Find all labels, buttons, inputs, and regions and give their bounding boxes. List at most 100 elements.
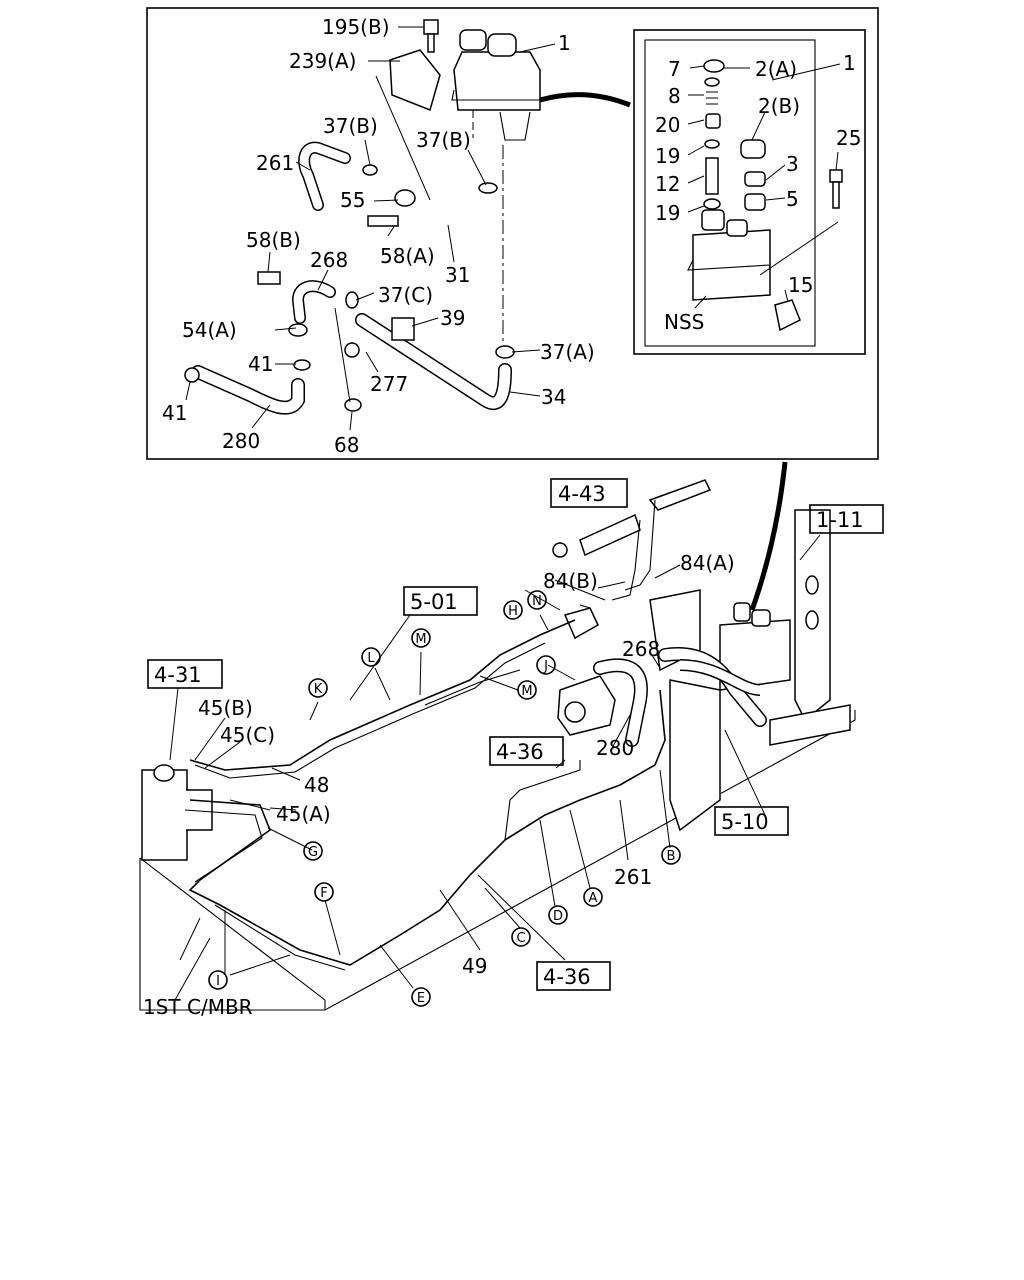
svg-text:C: C bbox=[516, 931, 525, 946]
svg-text:F: F bbox=[320, 886, 327, 901]
circle-n: N bbox=[527, 590, 547, 610]
circle-f: F bbox=[314, 882, 334, 902]
ref-box-4-43: 4-43 bbox=[558, 482, 606, 506]
svg-text:D: D bbox=[553, 909, 563, 924]
callout-37b-a: 37(B) bbox=[323, 114, 378, 138]
callout-34: 34 bbox=[541, 385, 566, 409]
circle-k: K bbox=[308, 678, 328, 698]
callout-2a: 2(A) bbox=[755, 57, 797, 81]
svg-text:A: A bbox=[589, 891, 598, 906]
ref-box-4-36-b: 4-36 bbox=[543, 965, 591, 989]
callout-12: 12 bbox=[655, 172, 680, 196]
callout-37a: 37(A) bbox=[540, 340, 595, 364]
chassis bbox=[139, 509, 856, 1011]
leader-lines-bottom bbox=[169, 534, 821, 989]
callout-nss: NSS bbox=[664, 310, 704, 334]
circle-g: G bbox=[303, 841, 323, 861]
callout-48: 48 bbox=[304, 773, 329, 797]
svg-text:M: M bbox=[521, 684, 532, 699]
circled-letters: H N M L K J M G B A D F C E I bbox=[208, 590, 681, 1007]
callout-55: 55 bbox=[340, 188, 365, 212]
circle-h: H bbox=[503, 600, 523, 620]
callout-19-b: 19 bbox=[655, 201, 680, 225]
callout-261-bottom: 261 bbox=[614, 865, 652, 889]
callout-37b-b: 37(B) bbox=[416, 128, 471, 152]
svg-text:I: I bbox=[216, 974, 220, 989]
callout-41-b: 41 bbox=[162, 401, 187, 425]
callout-8: 8 bbox=[668, 84, 681, 108]
brake-pipes bbox=[184, 499, 666, 971]
pointer-arrow-bottom bbox=[749, 461, 788, 611]
callout-268-top: 268 bbox=[310, 248, 348, 272]
callouts-inset: 7 2(A) 1 8 2(B) 20 19 3 12 25 19 5 15 NS… bbox=[655, 51, 861, 334]
circle-d: D bbox=[548, 905, 568, 925]
callout-20: 20 bbox=[655, 113, 680, 137]
svg-text:M: M bbox=[415, 632, 426, 647]
detail-frame bbox=[146, 7, 879, 460]
callout-268-bottom: 268 bbox=[622, 637, 660, 661]
callout-280-bottom: 280 bbox=[596, 736, 634, 760]
bracket bbox=[389, 49, 441, 112]
inset-inner-frame bbox=[644, 39, 816, 347]
callout-37c: 37(C) bbox=[378, 283, 433, 307]
circle-m-b: M bbox=[517, 680, 537, 700]
callout-49: 49 bbox=[462, 954, 487, 978]
callout-31: 31 bbox=[445, 263, 470, 287]
callout-7: 7 bbox=[668, 57, 681, 81]
svg-text:K: K bbox=[314, 682, 323, 697]
svg-text:H: H bbox=[508, 604, 518, 619]
callout-58a: 58(A) bbox=[380, 244, 435, 268]
svg-text:L: L bbox=[367, 651, 375, 666]
callout-68: 68 bbox=[334, 433, 359, 457]
callout-261-top: 261 bbox=[256, 151, 294, 175]
callout-45a: 45(A) bbox=[276, 802, 331, 826]
valve-block bbox=[563, 607, 599, 640]
svg-text:G: G bbox=[308, 845, 318, 860]
circle-b: B bbox=[661, 845, 681, 865]
ref-box-4-31: 4-31 bbox=[154, 663, 202, 687]
callout-239a: 239(A) bbox=[289, 49, 356, 73]
ref-box-4-36-a: 4-36 bbox=[496, 740, 544, 764]
callout-277: 277 bbox=[370, 372, 408, 396]
inset-frame bbox=[633, 29, 866, 355]
reservoir-tank bbox=[451, 29, 541, 345]
callout-19-a: 19 bbox=[655, 144, 680, 168]
circle-a: A bbox=[583, 887, 603, 907]
callout-58b: 58(B) bbox=[246, 228, 301, 252]
callout-54a: 54(A) bbox=[182, 318, 237, 342]
circle-m-a: M bbox=[411, 628, 431, 648]
callout-280-top: 280 bbox=[222, 429, 260, 453]
pointer-arrow-top bbox=[539, 92, 631, 108]
callout-1-inset: 1 bbox=[843, 51, 856, 75]
svg-text:J: J bbox=[543, 659, 548, 674]
circle-j: J bbox=[536, 655, 556, 675]
callout-84a: 84(A) bbox=[680, 551, 735, 575]
bolt-195 bbox=[423, 19, 439, 53]
circle-e: E bbox=[411, 987, 431, 1007]
leader-lines-top bbox=[185, 26, 841, 431]
callouts-bottom: 84(B) 84(A) 268 45(B) 45(C) 48 45(A) 280… bbox=[143, 551, 735, 1019]
callout-5: 5 bbox=[786, 187, 799, 211]
ref-box-5-01: 5-01 bbox=[410, 590, 458, 614]
inset-parts bbox=[687, 59, 843, 332]
callout-45c: 45(C) bbox=[220, 723, 275, 747]
callout-41-a: 41 bbox=[248, 352, 273, 376]
brake-pump bbox=[557, 675, 616, 736]
ref-boxes: 4-43 1-11 5-01 4-31 4-36 5-10 4-36 bbox=[147, 478, 884, 991]
svg-text:N: N bbox=[532, 594, 542, 609]
callout-39: 39 bbox=[440, 306, 465, 330]
svg-text:E: E bbox=[417, 991, 425, 1006]
master-cylinder bbox=[141, 764, 213, 861]
circle-i: I bbox=[208, 970, 228, 990]
ref-box-1-11: 1-11 bbox=[816, 508, 864, 532]
ref-box-5-10: 5-10 bbox=[721, 810, 769, 834]
callout-25: 25 bbox=[836, 126, 861, 150]
callout-84b: 84(B) bbox=[543, 569, 598, 593]
callout-1-top: 1 bbox=[558, 31, 571, 55]
circle-l: L bbox=[361, 647, 381, 667]
clamps bbox=[184, 164, 515, 412]
callout-1st-cmbr: 1ST C/MBR bbox=[143, 995, 253, 1019]
callout-2b: 2(B) bbox=[758, 94, 800, 118]
callout-195b: 195(B) bbox=[322, 15, 390, 39]
